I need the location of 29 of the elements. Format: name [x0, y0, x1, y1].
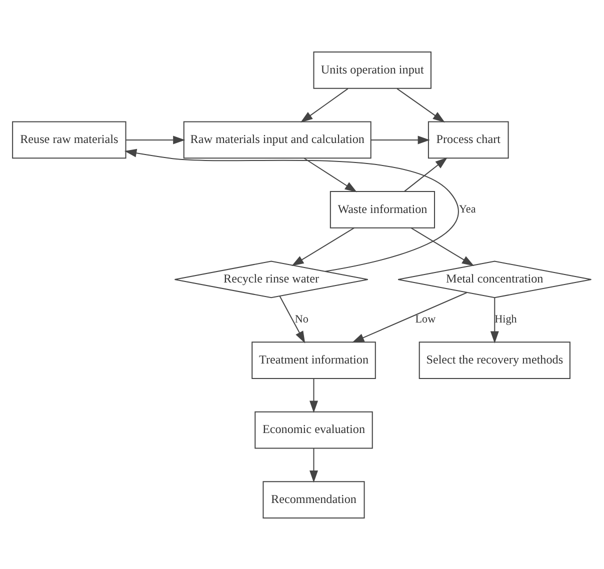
node-box: Economic evaluation [254, 410, 373, 448]
arrow [352, 292, 467, 342]
edge-label: Low [415, 313, 436, 326]
edge-label: High [494, 313, 517, 326]
arrow [310, 448, 318, 482]
arrow [396, 88, 445, 122]
node-box: Waste information [330, 190, 436, 228]
node-box: Reuse raw materials [12, 120, 126, 158]
arrow [124, 148, 459, 272]
arrow [404, 156, 448, 192]
node-box: Select the recovery methods [418, 341, 570, 378]
arrow [310, 378, 318, 412]
arrow [279, 296, 306, 343]
node-box: Units operation input [313, 51, 432, 88]
node-box: Raw materials input and calculation [183, 120, 372, 158]
arrow [490, 297, 499, 343]
node-box: Recommendation [262, 480, 365, 518]
arrow [126, 135, 186, 144]
node-box: Process chart [428, 120, 509, 158]
arrow [300, 88, 348, 122]
node-diamond: Metal concentration [398, 260, 592, 298]
node-box: Treatment information [252, 341, 376, 378]
edge-label: No [294, 313, 308, 326]
node-diamond: Recycle rinse water [174, 260, 368, 298]
arrow [371, 135, 430, 144]
arrow [304, 157, 358, 192]
arrow [292, 227, 354, 266]
arrow [410, 227, 474, 266]
edge-label: Yea [458, 203, 476, 216]
